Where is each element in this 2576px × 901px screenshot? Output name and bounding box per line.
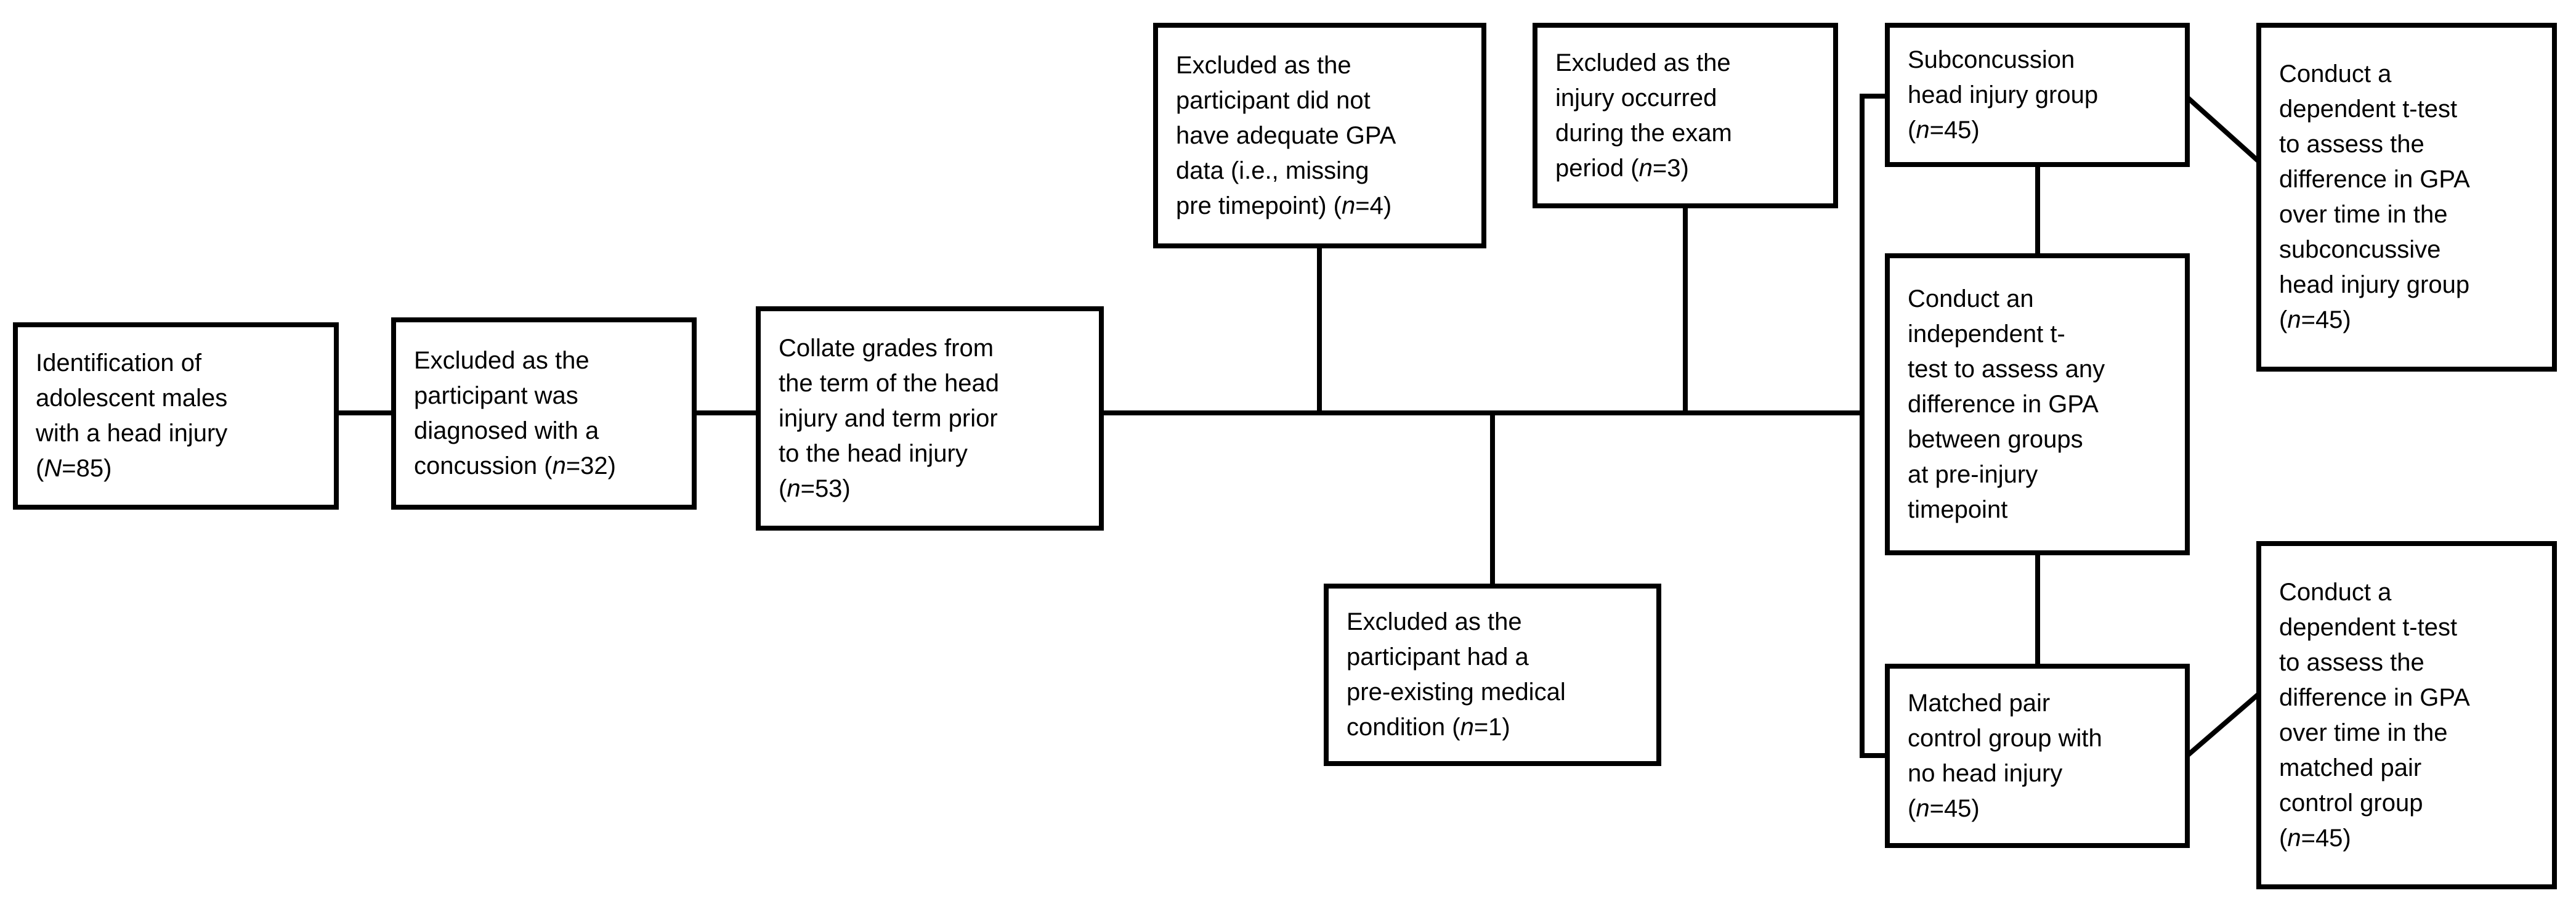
connector-matched-pair-dependent-ttest [2185,691,2261,758]
connector-subconcussion-dependent-ttest [2185,96,2261,163]
